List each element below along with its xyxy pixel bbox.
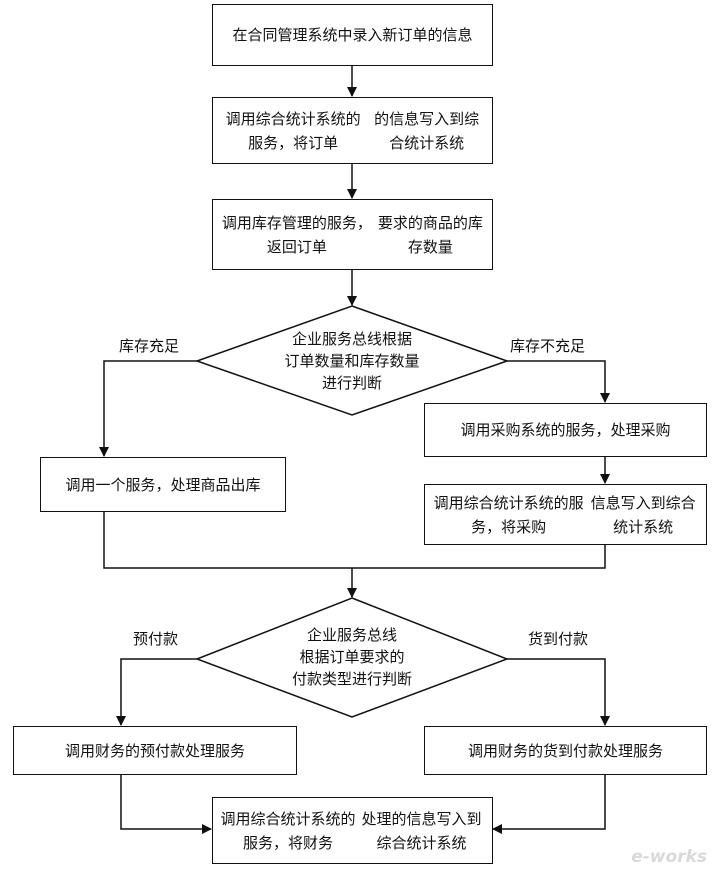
line-right-merge: [352, 545, 606, 569]
step-write-finance-stats-line1: 调用综合统计系统的服务，将财务: [220, 809, 356, 852]
arrow-d1-right: [507, 360, 610, 403]
step-process-outbound: 调用一个服务，处理商品出库: [40, 457, 286, 512]
decision-payment-text: 企业服务总线 根据订单要求的 付款类型进行判断: [257, 624, 447, 690]
step-prepay-service: 调用财务的预付款处理服务: [13, 726, 297, 775]
step-write-finance-stats: 调用综合统计系统的服务，将财务 处理的信息写入到综合统计系统: [212, 797, 493, 864]
arrow-d2-left: [116, 658, 197, 726]
step-write-order-stats-line1: 调用综合统计系统的服务，将订单: [225, 109, 361, 152]
arrow-d1-left: [99, 360, 197, 457]
decision-stock-line2: 订单数量和库存数量: [284, 352, 420, 370]
decision-payment-line3: 付款类型进行判断: [291, 670, 412, 688]
step-write-purchase-stats: 调用综合统计系统的服务，将采购 信息写入到综合统计系统: [424, 484, 707, 545]
decision-diamond-stock: [194, 305, 510, 416]
step-write-order-stats-line2: 的信息写入到综合统计系统: [374, 109, 480, 152]
step-process-purchase: 调用采购系统的服务，处理采购: [424, 403, 707, 457]
label-stock-short: 库存不充足: [510, 337, 586, 355]
step-query-inventory: 调用库存管理的服务，返回订单 要求的商品的库存数量: [212, 199, 493, 270]
step-process-outbound-text: 调用一个服务，处理商品出库: [65, 475, 261, 494]
decision-diamond-payment: [194, 597, 510, 718]
decision-stock-line1: 企业服务总线根据: [291, 330, 412, 348]
step-write-purchase-stats-line2: 信息写入到综合统计系统: [590, 493, 696, 536]
arrow-payleft-final: [120, 775, 212, 834]
step-process-purchase-text: 调用采购系统的服务，处理采购: [460, 421, 671, 439]
step-query-inventory-line1: 调用库存管理的服务，返回订单: [221, 213, 372, 256]
step-write-order-stats: 调用综合统计系统的服务，将订单 的信息写入到综合统计系统: [212, 97, 493, 164]
step-write-finance-stats-line2: 处理的信息写入到综合统计系统: [361, 809, 482, 852]
arrow-d2-right: [507, 658, 610, 726]
step-cod-service: 调用财务的货到付款处理服务: [424, 726, 707, 775]
line-left-merge: [103, 512, 352, 569]
decision-stock-text: 企业服务总线根据 订单数量和库存数量 进行判断: [247, 328, 457, 394]
step-enter-order: 在合同管理系统中 录入新订单的信息: [212, 4, 493, 66]
step-enter-order-line1: 在合同管理系统中: [232, 26, 353, 44]
decision-payment-line2: 根据订单要求的: [299, 648, 405, 666]
step-enter-order-line2: 录入新订单的信息: [352, 26, 473, 44]
step-write-purchase-stats-line1: 调用综合统计系统的服务，将采购: [433, 493, 584, 536]
label-cash-on-delivery: 货到付款: [528, 630, 589, 648]
arrow-payright-final: [492, 775, 606, 834]
step-query-inventory-line2: 要求的商品的库存数量: [377, 213, 483, 256]
step-cod-service-text: 调用财务的货到付款处理服务: [467, 741, 663, 760]
label-stock-enough: 库存充足: [119, 337, 180, 355]
decision-stock-line3: 进行判断: [321, 374, 382, 392]
watermark-logo: e-works: [631, 847, 707, 867]
step-prepay-service-text: 调用财务的预付款处理服务: [64, 741, 245, 760]
decision-payment-line1: 企业服务总线: [306, 626, 397, 644]
label-prepay: 预付款: [133, 630, 179, 648]
